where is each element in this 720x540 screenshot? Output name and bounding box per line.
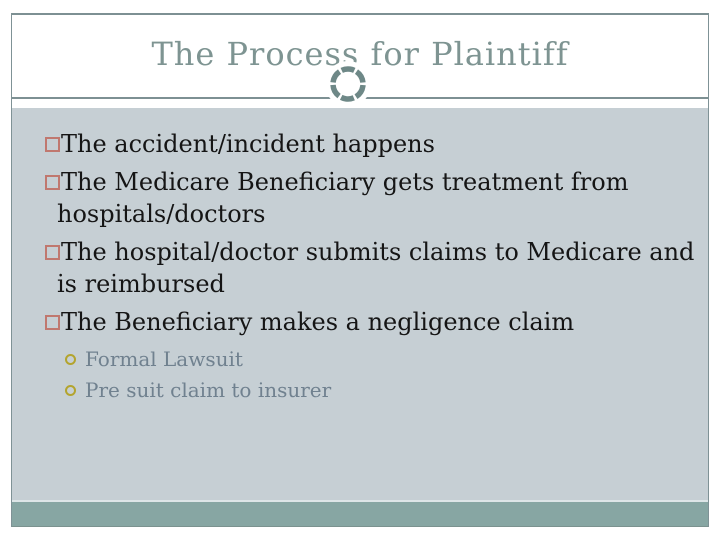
square-bullet-icon: [45, 137, 60, 152]
ring-ornament-icon: [325, 61, 371, 107]
square-bullet-icon: [45, 175, 60, 190]
square-bullet-icon: [45, 315, 60, 330]
bullet-item: The Beneficiary makes a negligence claim: [12, 306, 700, 338]
circle-bullet-icon: [65, 354, 76, 365]
bullet-text: The Beneficiary makes a negligence claim: [61, 308, 575, 336]
footer-accent-band: [12, 500, 708, 527]
slide-body: The accident/incident happens The Medica…: [12, 108, 708, 500]
bullet-text: The Medicare Beneficiary gets treatment …: [57, 168, 629, 228]
sub-bullet-item: Pre suit claim to insurer: [12, 375, 700, 406]
sub-bullet-item: Formal Lawsuit: [12, 344, 700, 375]
bullet-item: The Medicare Beneficiary gets treatment …: [12, 166, 700, 230]
bullet-text: The hospital/doctor submits claims to Me…: [57, 238, 695, 298]
circle-bullet-icon: [65, 385, 76, 396]
bullet-item: The accident/incident happens: [12, 128, 700, 160]
sub-bullet-text: Formal Lawsuit: [85, 347, 243, 371]
slide-frame: The Process for Plaintiff The accident/i…: [11, 13, 709, 527]
bullet-text: The accident/incident happens: [61, 130, 435, 158]
sub-bullet-text: Pre suit claim to insurer: [85, 378, 332, 402]
bullet-item: The hospital/doctor submits claims to Me…: [12, 236, 700, 300]
square-bullet-icon: [45, 245, 60, 260]
